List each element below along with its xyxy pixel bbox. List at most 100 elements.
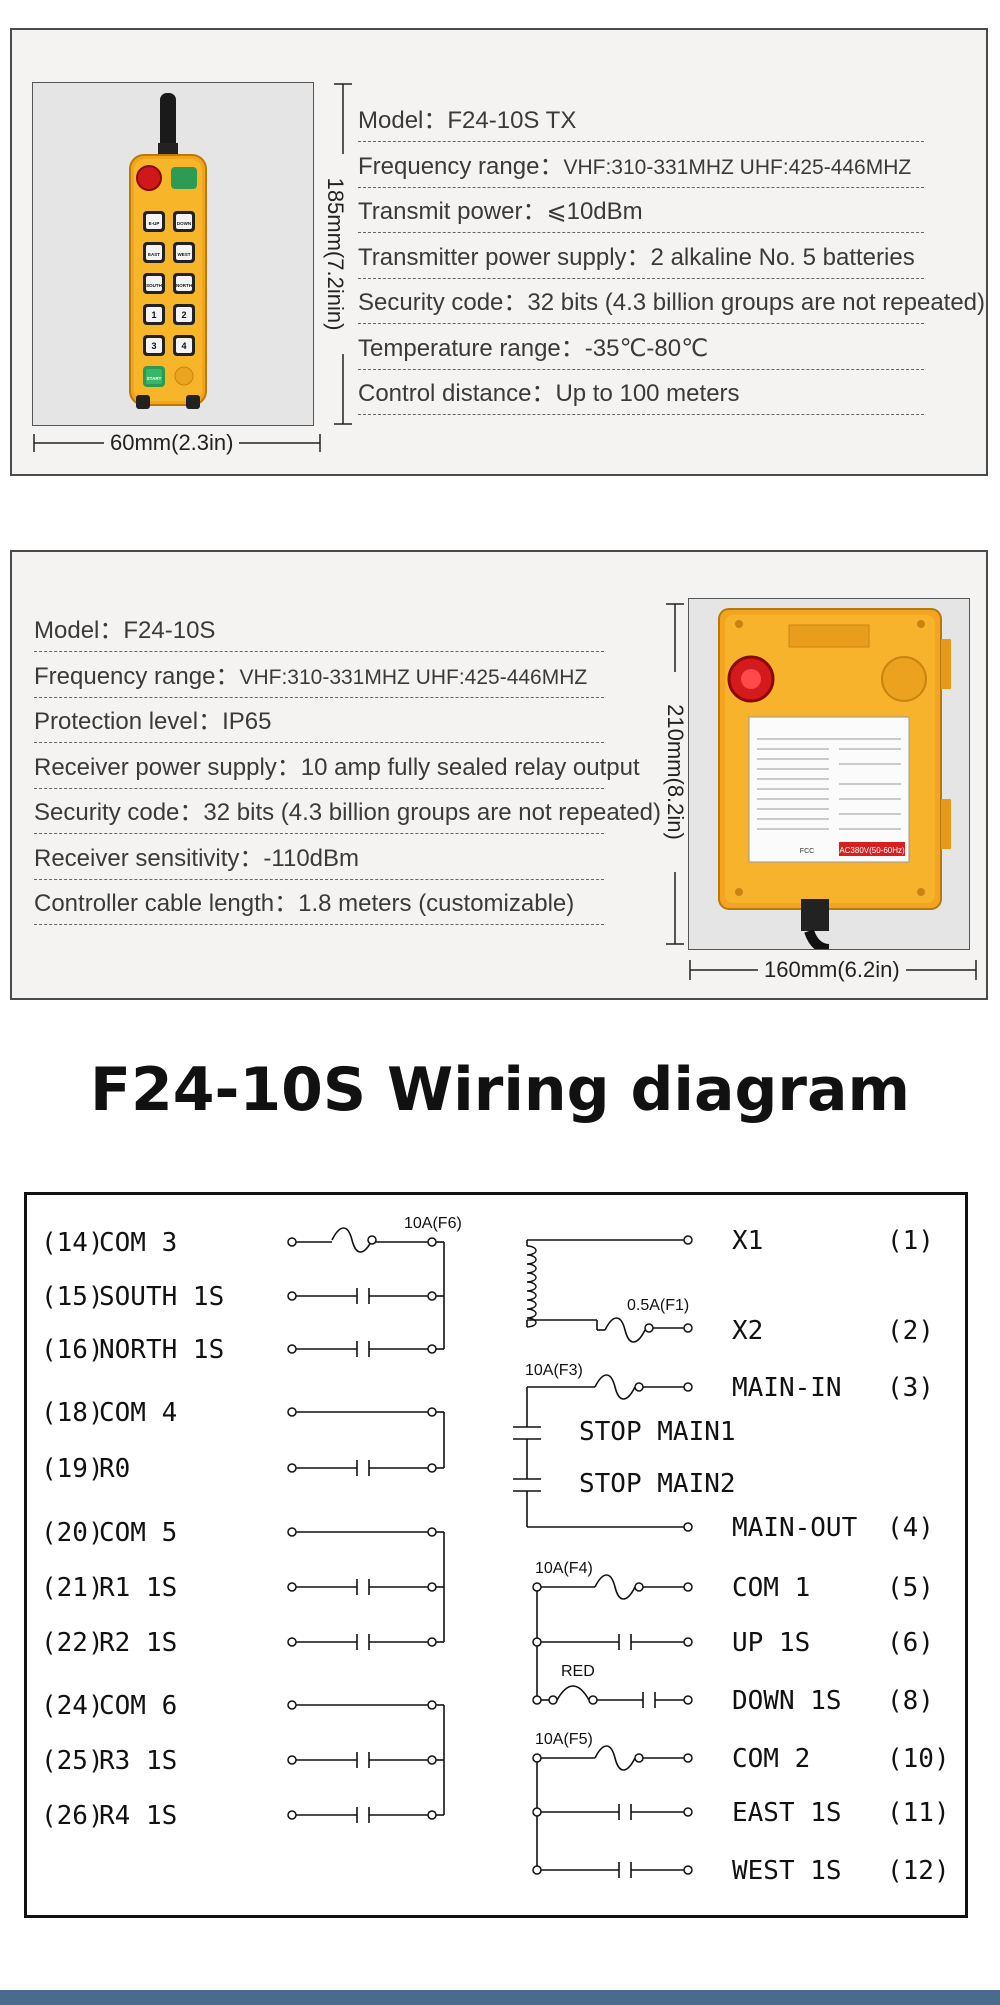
terminal-node <box>427 1463 437 1473</box>
left-terminal-number: (15) <box>41 1282 104 1312</box>
transmitter-button-label: START <box>147 376 162 381</box>
spec-row: Model：F24-10S <box>34 608 604 652</box>
right-terminal-number: (1) <box>887 1226 934 1256</box>
spec-value: IP65 <box>222 708 272 735</box>
terminal-node <box>427 1344 437 1354</box>
transmitter-button-label: WEST <box>178 252 191 257</box>
left-terminal-number: (24) <box>41 1691 104 1721</box>
transmitter-button-face <box>176 338 192 353</box>
terminal-node <box>367 1235 377 1245</box>
terminal-node <box>287 1407 297 1417</box>
left-terminal-number: (20) <box>41 1518 104 1548</box>
left-terminal-number: (22) <box>41 1628 104 1658</box>
right-terminal-name: X2 <box>732 1316 763 1346</box>
left-terminal-name: R4 1S <box>99 1801 177 1831</box>
spec-row: Control distance：Up to 100 meters <box>358 371 924 415</box>
terminal-node <box>683 1382 693 1392</box>
spec-label: Model： <box>34 617 124 644</box>
right-terminal-number: (12) <box>887 1856 950 1886</box>
receiver-photo: AC380V(50-60Hz) FCC <box>688 598 970 954</box>
terminal-node <box>427 1810 437 1820</box>
spec-row: Receiver power supply：10 amp fully seale… <box>34 745 640 789</box>
terminal-node <box>634 1382 644 1392</box>
right-terminal-number: (5) <box>887 1573 934 1603</box>
stop-main2-label: STOP MAIN2 <box>579 1469 736 1499</box>
terminal-node <box>683 1865 693 1875</box>
spec-row: Security code：32 bits (4.3 billion group… <box>34 790 661 834</box>
fuse-label-f4: 10A(F4) <box>535 1560 593 1577</box>
transmitter-height-label: 185mm(7.2inin) <box>322 154 348 354</box>
terminal-node <box>532 1865 542 1875</box>
terminal-node <box>532 1582 542 1592</box>
transmitter-button-label: NORTH <box>176 283 192 288</box>
transmitter-width-label: 60mm(2.3in) <box>104 428 240 458</box>
bottom-divider-strip <box>0 1990 1000 2005</box>
terminal-node <box>427 1237 437 1247</box>
right-terminal-name: UP 1S <box>732 1628 810 1658</box>
terminal-node <box>683 1753 693 1763</box>
spec-label: Transmit power： <box>358 198 547 225</box>
right-terminal-name: COM 2 <box>732 1744 810 1774</box>
spec-label: Receiver power supply： <box>34 753 301 781</box>
terminal-node <box>427 1527 437 1537</box>
transmitter-button-face <box>146 338 162 353</box>
terminal-node <box>683 1637 693 1647</box>
left-terminal-name: R1 1S <box>99 1573 177 1603</box>
transmitter-button-label: 2 <box>181 310 186 320</box>
right-terminal-name: WEST 1S <box>732 1856 842 1886</box>
terminal-node <box>287 1700 297 1710</box>
spec-value: VHF:310-331MHZ UHF:425-446MHZ <box>563 155 912 179</box>
receiver-illustration: AC380V(50-60Hz) FCC <box>718 608 951 954</box>
spec-row: Frequency range：VHF:310-331MHZ UHF:425-4… <box>358 144 924 188</box>
terminal-node <box>532 1637 542 1647</box>
transmitter-button-face <box>146 276 162 291</box>
terminal-node <box>588 1695 598 1705</box>
left-terminal-name: R3 1S <box>99 1746 177 1776</box>
terminal-node <box>287 1527 297 1537</box>
spec-label: Control distance： <box>358 380 556 407</box>
terminal-node <box>427 1291 437 1301</box>
terminal-node <box>287 1755 297 1765</box>
transmitter-button-label: 3 <box>151 341 156 351</box>
right-terminal-number: (8) <box>887 1686 934 1716</box>
receiver-sticker-fcc: FCC <box>800 848 814 855</box>
spec-label: Protection level： <box>34 708 223 735</box>
spec-row: Frequency range：VHF:310-331MHZ UHF:425-4… <box>34 654 604 698</box>
transmitter-button-label: EAST <box>148 252 160 257</box>
left-terminal-number: (26) <box>41 1801 104 1831</box>
terminal-node <box>427 1755 437 1765</box>
spec-value: 32 bits (4.3 billion groups are not repe… <box>527 289 986 316</box>
spec-row: Temperature range：-35℃-80℃ <box>358 326 924 370</box>
terminal-node <box>427 1637 437 1647</box>
right-terminal-name: COM 1 <box>732 1573 810 1603</box>
terminal-node <box>287 1291 297 1301</box>
terminal-node <box>634 1753 644 1763</box>
left-terminal-name: COM 6 <box>99 1691 177 1721</box>
spec-label: Model： <box>358 107 448 134</box>
right-terminal-number: (11) <box>887 1798 950 1828</box>
spec-row: Receiver sensitivity：-110dBm <box>34 836 604 880</box>
terminal-node <box>287 1810 297 1820</box>
terminal-node <box>532 1695 542 1705</box>
fuse-label-f3: 10A(F3) <box>525 1362 583 1379</box>
right-terminal-number: (6) <box>887 1628 934 1658</box>
transmitter-button-face <box>146 307 162 322</box>
spec-label: Controller cable length： <box>34 890 299 917</box>
spec-row: Security code：32 bits (4.3 billion group… <box>358 280 985 324</box>
left-terminal-number: (18) <box>41 1398 104 1428</box>
spec-label: Receiver sensitivity： <box>34 844 264 872</box>
right-terminal-number: (3) <box>887 1373 934 1403</box>
spec-value: 1.8 meters (customizable) <box>298 890 575 917</box>
transmitter-button-face <box>146 369 162 384</box>
terminal-node <box>427 1582 437 1592</box>
spec-value: F24-10S <box>123 617 216 644</box>
spec-value: Up to 100 meters <box>555 380 740 407</box>
wiring-diagram: (14)COM 3(15)SOUTH 1S(16)NORTH 1S(18)COM… <box>24 1192 968 1918</box>
left-terminal-name: R2 1S <box>99 1628 177 1658</box>
left-terminal-name: SOUTH 1S <box>99 1282 224 1312</box>
transmitter-button-face <box>176 245 192 260</box>
fuse-symbol <box>594 1745 636 1771</box>
